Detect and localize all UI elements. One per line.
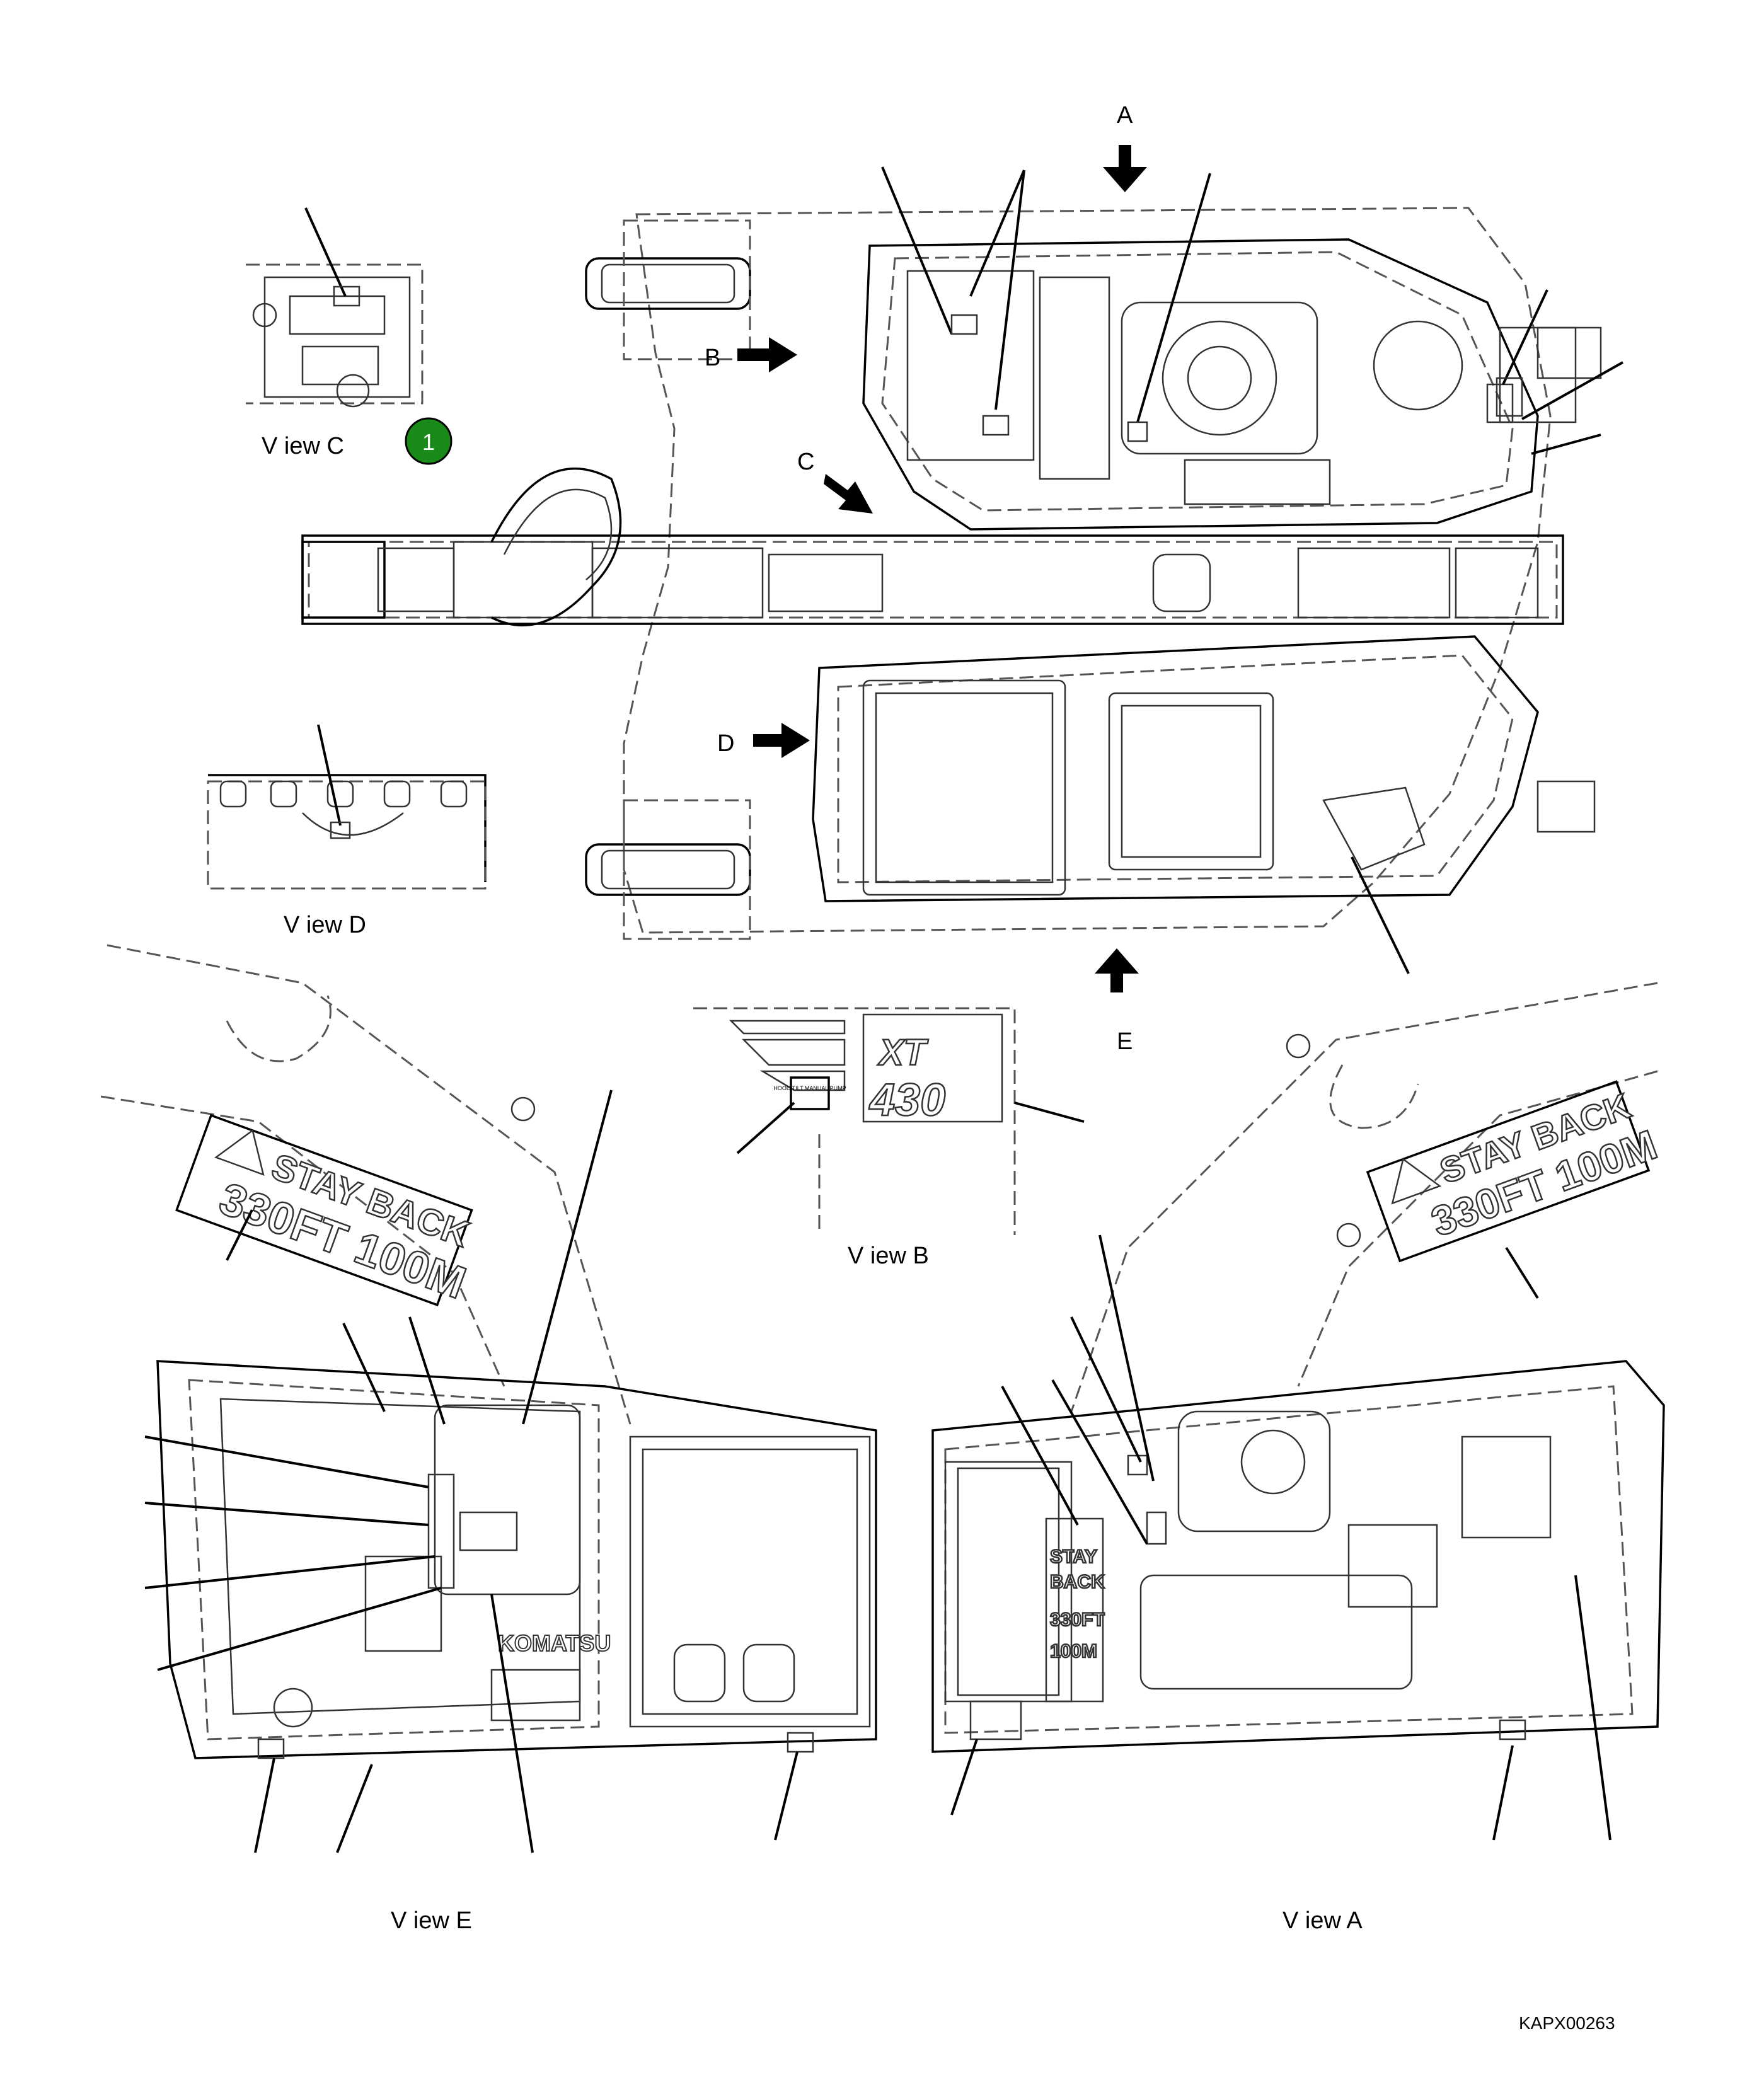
view-d-caption: V iew D xyxy=(284,912,366,938)
view-d-detail xyxy=(207,724,487,890)
figure-code: KAPX00263 xyxy=(1519,2013,1615,2033)
machine-top-view xyxy=(301,207,1602,940)
arrow-label-d: D xyxy=(717,730,734,757)
vert-100-decal: 100M xyxy=(1050,1641,1097,1662)
arrow-label-c: C xyxy=(797,449,814,475)
komatsu-decal: KOMATSU xyxy=(498,1630,611,1656)
view-e-caption: V iew E xyxy=(391,1907,472,1934)
item-number-badge: 1 xyxy=(405,417,453,465)
arrow-d xyxy=(753,723,810,758)
view-arrows: A B C D E xyxy=(705,102,1147,1055)
arrow-label-b: B xyxy=(705,345,720,371)
badge-number: 1 xyxy=(422,429,435,455)
view-a-caption: V iew A xyxy=(1283,1907,1363,1934)
arrow-label-a: A xyxy=(1117,102,1133,129)
view-e-detail: STAY BACK 330FT 100M KOMATSU xyxy=(100,944,877,1853)
vert-stay-decal: STAY xyxy=(1050,1546,1097,1567)
arrow-b xyxy=(737,337,797,372)
top-view-leaders xyxy=(881,166,1623,974)
view-c-detail xyxy=(246,207,424,408)
model-430-decal: 430 xyxy=(868,1075,945,1125)
arrow-label-e: E xyxy=(1117,1028,1133,1055)
model-xt-decal: XT xyxy=(877,1032,929,1073)
view-b-caption: V iew B xyxy=(848,1243,929,1269)
vert-back-decal: BACK xyxy=(1050,1572,1105,1592)
view-b-detail: XT 430 HOOD TILT MANUAL PUMP xyxy=(693,1007,1085,1235)
vert-330-decal: 330FT xyxy=(1050,1609,1105,1630)
arrow-a xyxy=(1103,145,1147,192)
arrow-c xyxy=(824,474,873,514)
arrow-e xyxy=(1095,948,1139,992)
hood-tilt-decal: HOOD TILT MANUAL PUMP xyxy=(773,1085,846,1091)
view-c-caption: V iew C xyxy=(262,433,344,459)
